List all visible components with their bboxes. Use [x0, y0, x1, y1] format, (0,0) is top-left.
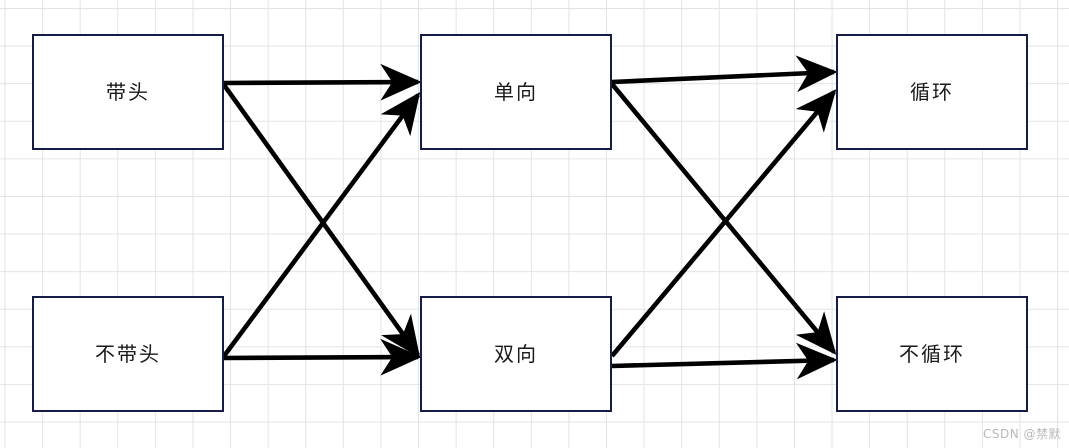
edge-budaitou-to-danxiang — [222, 92, 421, 358]
edge-daitou-to-shuangxiang — [222, 83, 421, 358]
node-label: 不循环 — [899, 342, 965, 366]
node-label: 带头 — [106, 80, 150, 104]
edge-budaitou-to-shuangxiang — [223, 338, 422, 376]
edge-shuangxiang-to-xunhuan — [610, 89, 837, 358]
node-label: 循环 — [910, 80, 954, 104]
node-label: 单向 — [494, 80, 538, 104]
node-label: 双向 — [494, 342, 538, 366]
watermark: CSDN @禁默 — [982, 427, 1061, 441]
node-danxiang[interactable]: 单向 — [420, 34, 612, 150]
node-xunhuan[interactable]: 循环 — [836, 34, 1028, 150]
edge-danxiang-to-buxunhuan — [610, 82, 837, 355]
edge-danxiang-to-xunhuan — [611, 55, 838, 93]
node-shuangxiang[interactable]: 双向 — [420, 296, 612, 412]
node-buxunhuan[interactable]: 不循环 — [836, 296, 1028, 412]
edge-shuangxiang-to-buxunhuan — [611, 342, 838, 380]
node-daitou[interactable]: 带头 — [32, 34, 224, 150]
node-budaitou[interactable]: 不带头 — [32, 296, 224, 412]
edge-daitou-to-danxiang — [223, 63, 422, 101]
node-label: 不带头 — [95, 342, 161, 366]
